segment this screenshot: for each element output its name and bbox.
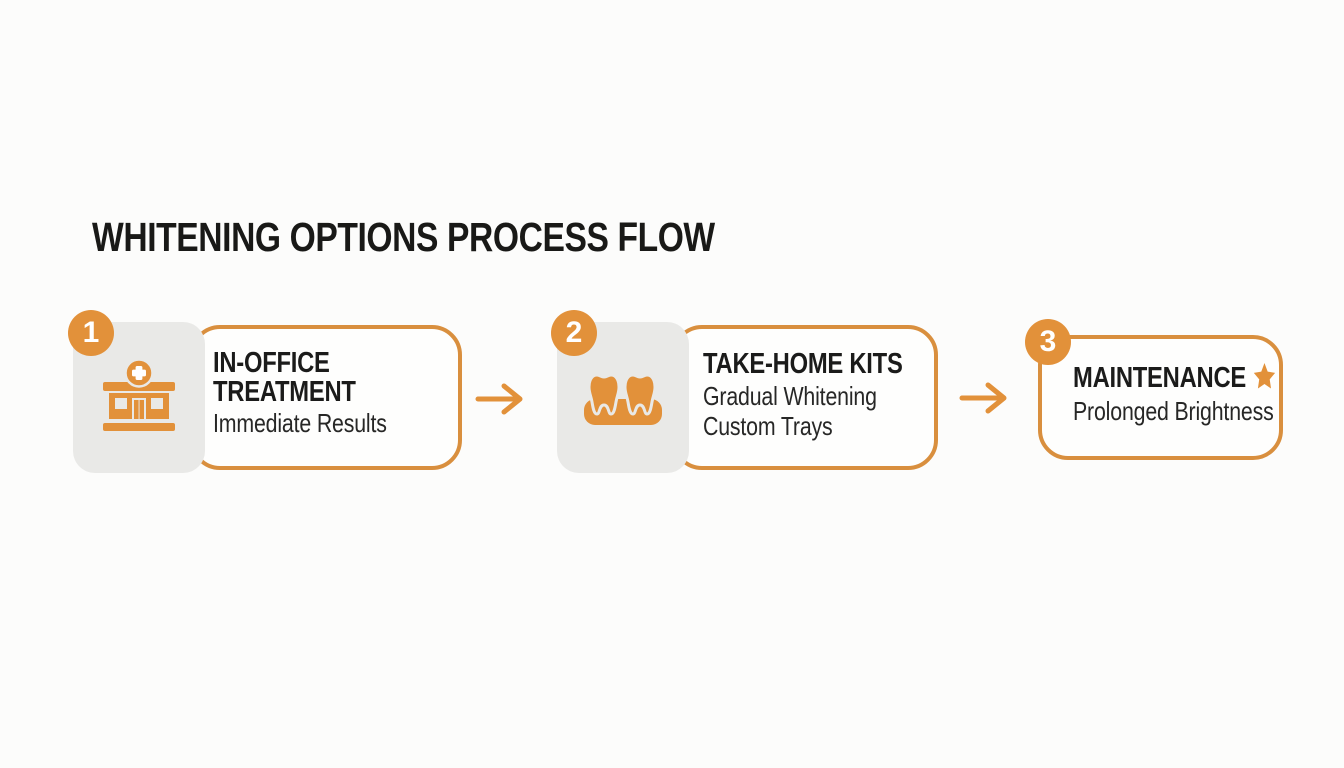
page-title: WHITENING OPTIONS PROCESS FLOW xyxy=(92,214,715,260)
step-1-heading-line-1: IN-OFFICE xyxy=(213,347,330,379)
clinic-building-icon xyxy=(98,358,180,436)
step-2-sub-line-2: Custom Trays xyxy=(703,411,833,441)
step-2-heading-line-1: TAKE-HOME KITS xyxy=(703,348,903,380)
step-2-heading: TAKE-HOME KITS xyxy=(703,350,903,379)
step-3-sub-line-1: Prolonged Brightness xyxy=(1073,396,1274,426)
step-1-sub-line-1: Immediate Results xyxy=(213,408,387,438)
step-3-subtext: Prolonged Brightness xyxy=(1073,396,1274,426)
step-2-sub-line-1: Gradual Whitening xyxy=(703,381,877,411)
step-1-number-badge: 1 xyxy=(68,310,114,356)
teeth-in-tray-icon xyxy=(584,371,662,434)
step-number: 2 xyxy=(565,316,583,349)
step-1-card xyxy=(190,325,462,470)
step-3-heading: MAINTENANCE xyxy=(1073,363,1276,395)
step-1-heading-line-2: TREATMENT xyxy=(213,376,356,408)
step-2-card xyxy=(672,325,938,470)
step-3-card xyxy=(1038,335,1283,460)
step-1-subtext: Immediate Results xyxy=(213,408,387,438)
step-1-heading: IN-OFFICE TREATMENT xyxy=(213,349,356,407)
step-3-heading-line-1: MAINTENANCE xyxy=(1073,362,1247,394)
star-icon xyxy=(1253,363,1276,395)
arrow-right-icon xyxy=(958,378,1014,423)
step-number: 3 xyxy=(1039,325,1057,358)
arrow-right-icon xyxy=(474,379,530,424)
step-number: 1 xyxy=(82,316,100,349)
step-2-subtext: Gradual Whitening Custom Trays xyxy=(703,381,877,441)
step-3-number-badge: 3 xyxy=(1025,319,1071,365)
step-2-number-badge: 2 xyxy=(551,310,597,356)
